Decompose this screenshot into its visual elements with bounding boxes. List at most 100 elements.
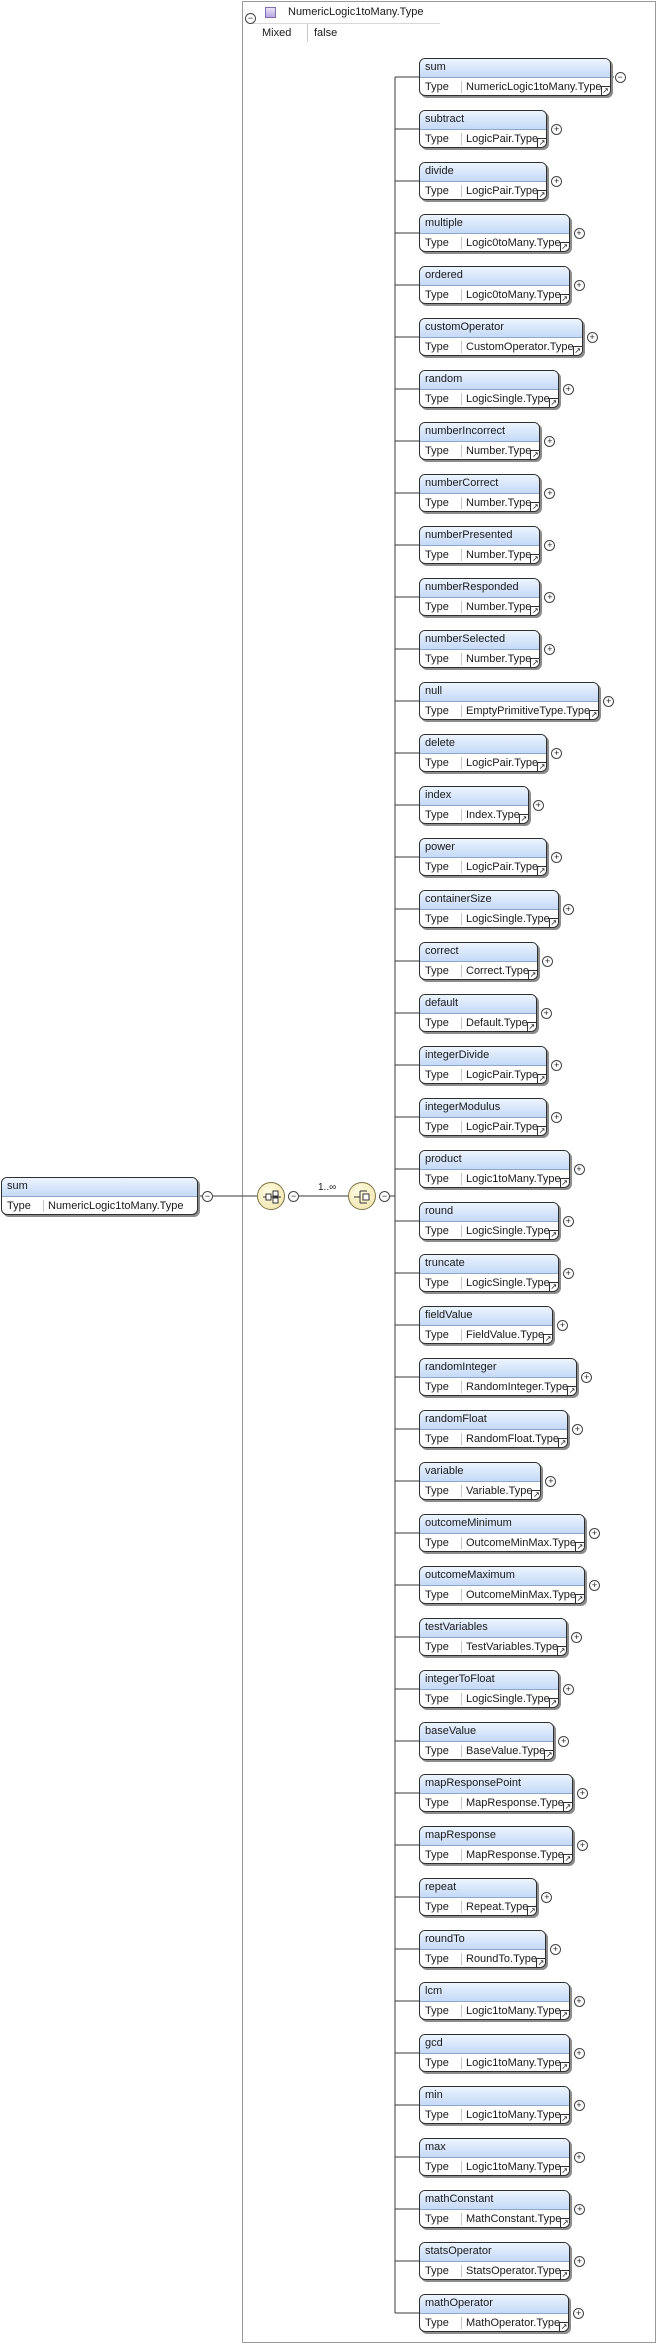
plus-circle-icon[interactable]: + [544, 540, 556, 551]
plus-circle-icon[interactable]: + [574, 2204, 586, 2215]
plus-circle-icon[interactable]: + [544, 644, 556, 655]
plus-circle-icon[interactable]: + [551, 1112, 563, 1123]
type-value: Variable.Type [461, 1485, 533, 1497]
plus-circle-icon[interactable]: + [544, 488, 556, 499]
minus-circle-icon[interactable]: − [202, 1191, 213, 1202]
plus-circle-icon[interactable]: + [558, 1736, 570, 1747]
plus-circle-icon[interactable]: + [544, 436, 556, 447]
type-value: LogicPair.Type [461, 1069, 539, 1081]
sequence-compositor[interactable] [257, 1182, 285, 1210]
plus-circle-icon[interactable]: + [573, 1996, 585, 2007]
plus-circle-icon[interactable]: + [551, 748, 563, 759]
minus-circle-icon[interactable]: − [288, 1191, 299, 1202]
plus-circle-icon[interactable]: + [551, 124, 563, 135]
element-name: repeat [420, 1879, 537, 1898]
plus-circle-icon[interactable]: + [545, 1476, 557, 1487]
plus-circle-icon[interactable]: + [562, 1684, 574, 1695]
plus-circle-icon[interactable]: + [581, 1372, 593, 1383]
plus-circle-icon[interactable]: + [573, 2152, 585, 2163]
plus-circle-icon[interactable]: + [576, 1788, 588, 1799]
plus-circle-icon[interactable]: + [562, 904, 574, 915]
plus-circle-icon[interactable]: + [573, 228, 585, 239]
plus-circle-icon[interactable]: + [549, 1944, 561, 1955]
plus-circle-icon[interactable]: + [573, 2048, 585, 2059]
plus-circle-icon[interactable]: + [540, 1008, 552, 1019]
plus-circle-icon[interactable]: + [562, 384, 574, 395]
minus-circle-icon[interactable]: − [379, 1191, 390, 1202]
plus-circle-icon[interactable]: + [562, 1268, 574, 1279]
plus-circle-icon[interactable]: + [551, 1060, 563, 1071]
plus-circle-icon[interactable]: + [544, 592, 556, 603]
plus-circle-icon[interactable]: + [573, 1164, 585, 1175]
plus-circle-icon[interactable]: + [562, 1216, 574, 1227]
plus-circle-icon[interactable]: + [551, 852, 563, 863]
plus-circle-icon[interactable]: + [573, 2100, 585, 2111]
minus-circle-icon[interactable]: − [245, 13, 256, 24]
plus-circle-icon[interactable]: + [557, 1320, 569, 1331]
plus-circle-icon[interactable]: + [541, 956, 553, 967]
type-value: Logic1toMany.Type [461, 2109, 561, 2121]
plus-circle-icon[interactable]: + [541, 1892, 553, 1903]
plus-circle-icon[interactable]: + [573, 2308, 585, 2319]
choice-compositor[interactable] [348, 1182, 376, 1210]
plus-circle-icon[interactable]: + [571, 1424, 583, 1435]
plus-circle-icon[interactable]: + [586, 332, 598, 343]
plus-circle-icon[interactable]: + [589, 1528, 601, 1539]
plus-circle-icon[interactable]: + [603, 696, 615, 707]
minus-circle-icon[interactable]: − [614, 72, 626, 83]
plus-circle-icon[interactable]: + [573, 280, 585, 291]
plus-circle-icon[interactable]: + [576, 1840, 588, 1851]
plus-circle-icon[interactable]: + [551, 176, 563, 187]
plus-circle-icon[interactable]: + [589, 1580, 601, 1591]
plus-circle-icon[interactable]: + [571, 1632, 583, 1643]
plus-circle-icon[interactable]: + [532, 800, 544, 811]
plus-circle-icon[interactable]: + [573, 2256, 585, 2267]
